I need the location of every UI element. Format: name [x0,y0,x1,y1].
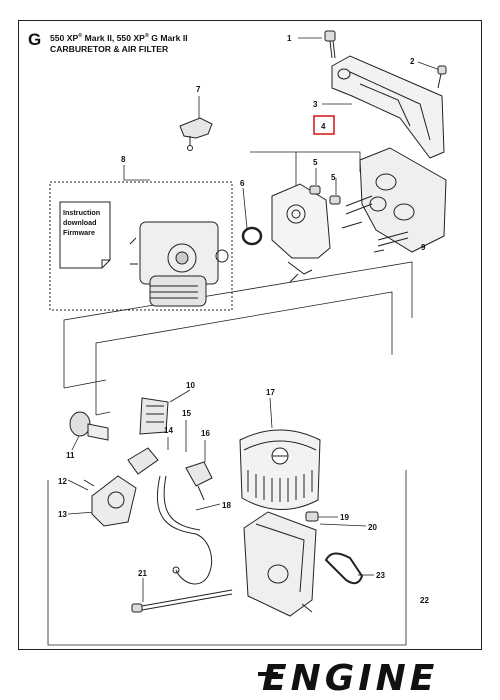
callout-16: 16 [201,429,210,438]
part-2-screw [437,65,447,89]
part-1-screw [324,30,336,59]
part-21-bolt [131,589,233,613]
instruction-document-icon [59,201,111,269]
part-11-valve [69,411,109,441]
callout-17: 17 [266,388,275,397]
callout-11: 11 [66,451,75,460]
part-4-intake-flange [271,183,331,283]
part-8-carburetor [129,221,229,307]
part-16-connector [185,461,213,501]
part-10-bellows [139,397,169,435]
callout-8: 8 [121,155,126,164]
callout-14: 14 [164,426,173,435]
brand-text: ENGINE [262,658,438,699]
callout-7: 7 [196,85,201,94]
engine-brand-logo: ENGINE [258,658,438,699]
callout-13: 13 [58,510,67,519]
section-letter: G [28,30,42,49]
callout-3: 3 [313,100,318,109]
callout-10: 10 [186,381,195,390]
diagram-title: 550 XP® Mark II, 550 XP® G Mark II CARBU… [50,31,188,55]
callout-2: 2 [410,57,415,66]
part-23-gasket [324,552,364,585]
intake-manifold [341,147,447,253]
callout-12: 12 [58,477,67,486]
doc-line-3: Firmware [63,228,95,237]
part-14-hose [127,447,159,475]
model-line: 550 XP® Mark II, 550 XP® G Mark II [50,32,188,43]
callout-5a: 5 [313,158,318,167]
callout-21: 21 [138,569,147,578]
callout-20: 20 [368,523,377,532]
part-3-air-intake-bracket [331,55,445,159]
callout-23: 23 [376,571,385,580]
assembly-envelope-lines [63,261,413,416]
doc-line-1: Instruction [63,208,100,217]
callout-18: 18 [222,501,231,510]
part-19-nut [305,511,319,522]
part-17-air-filter [239,429,321,510]
callout-4: 4 [321,122,326,131]
callout-6: 6 [240,179,245,188]
doc-line-2: download [63,218,97,227]
carburetor-assembly-box [49,181,233,311]
part-22-air-box [243,511,317,617]
diagram-subtitle: CARBURETOR & AIR FILTER [50,43,169,54]
callout-15: 15 [182,409,191,418]
part-13-filter-holder [83,475,137,527]
part-6-o-ring [241,226,263,246]
leader-lines [47,37,441,646]
callout-5b: 5 [331,173,336,182]
callout-1: 1 [287,34,292,43]
part-9-screws [373,231,409,253]
callout-19: 19 [340,513,349,522]
callout-22: 22 [420,596,429,605]
part-5-nuts [309,185,341,205]
part-18-cable [156,475,212,585]
part-7-choke-lever [179,117,213,151]
part-4-highlight-box [313,115,335,135]
callout-9: 9 [421,243,426,252]
